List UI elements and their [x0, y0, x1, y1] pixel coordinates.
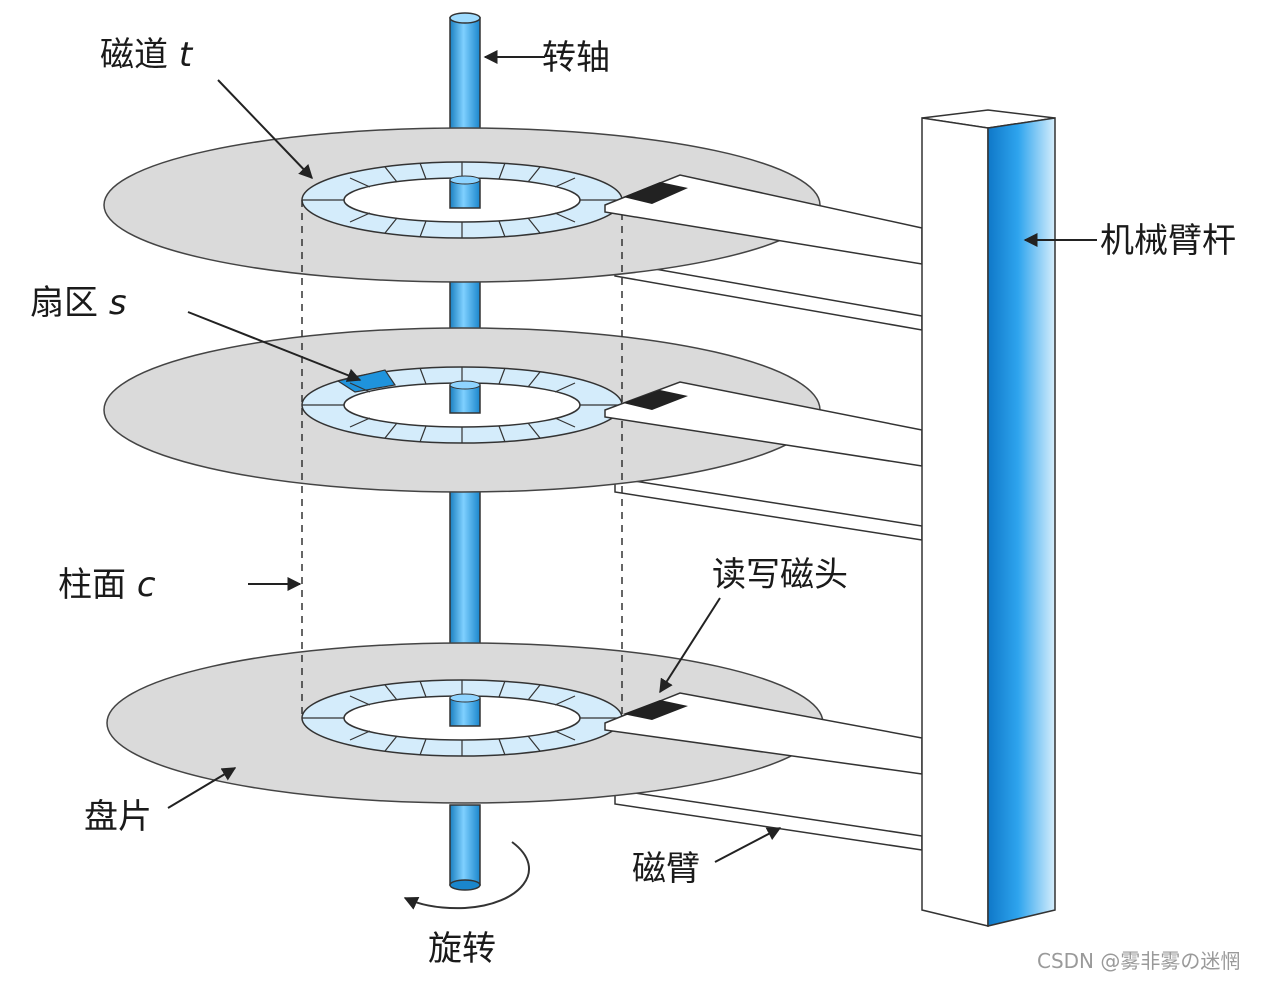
- label-sector: 扇区 s: [30, 283, 127, 323]
- label-track: 磁道 t: [100, 35, 194, 75]
- label-actuator-arm: 机械臂杆: [1100, 221, 1236, 261]
- label-platter: 盘片: [84, 797, 152, 837]
- label-arrows: [167, 50, 1097, 863]
- cylinder-outline: [301, 200, 623, 718]
- label-spindle: 转轴: [542, 38, 610, 78]
- label-cylinder: 柱面 c: [58, 565, 156, 605]
- disk-arms: [604, 174, 923, 775]
- rw-head: [623, 182, 688, 204]
- watermark: CSDN @雾非雾の迷惘: [1037, 949, 1240, 973]
- platter-3: [106, 642, 824, 804]
- platter-2: [103, 327, 821, 493]
- label-rw-head: 读写磁头: [712, 555, 848, 595]
- sector-highlight: [336, 369, 397, 393]
- rw-head: [623, 390, 688, 410]
- platter-1: [103, 127, 821, 283]
- label-rotation: 旋转: [428, 929, 496, 969]
- rotation-arrow: [403, 841, 531, 910]
- label-disk-arm: 磁臂: [632, 849, 700, 889]
- actuator-arm-column: [921, 109, 1056, 927]
- rw-head: [623, 700, 688, 720]
